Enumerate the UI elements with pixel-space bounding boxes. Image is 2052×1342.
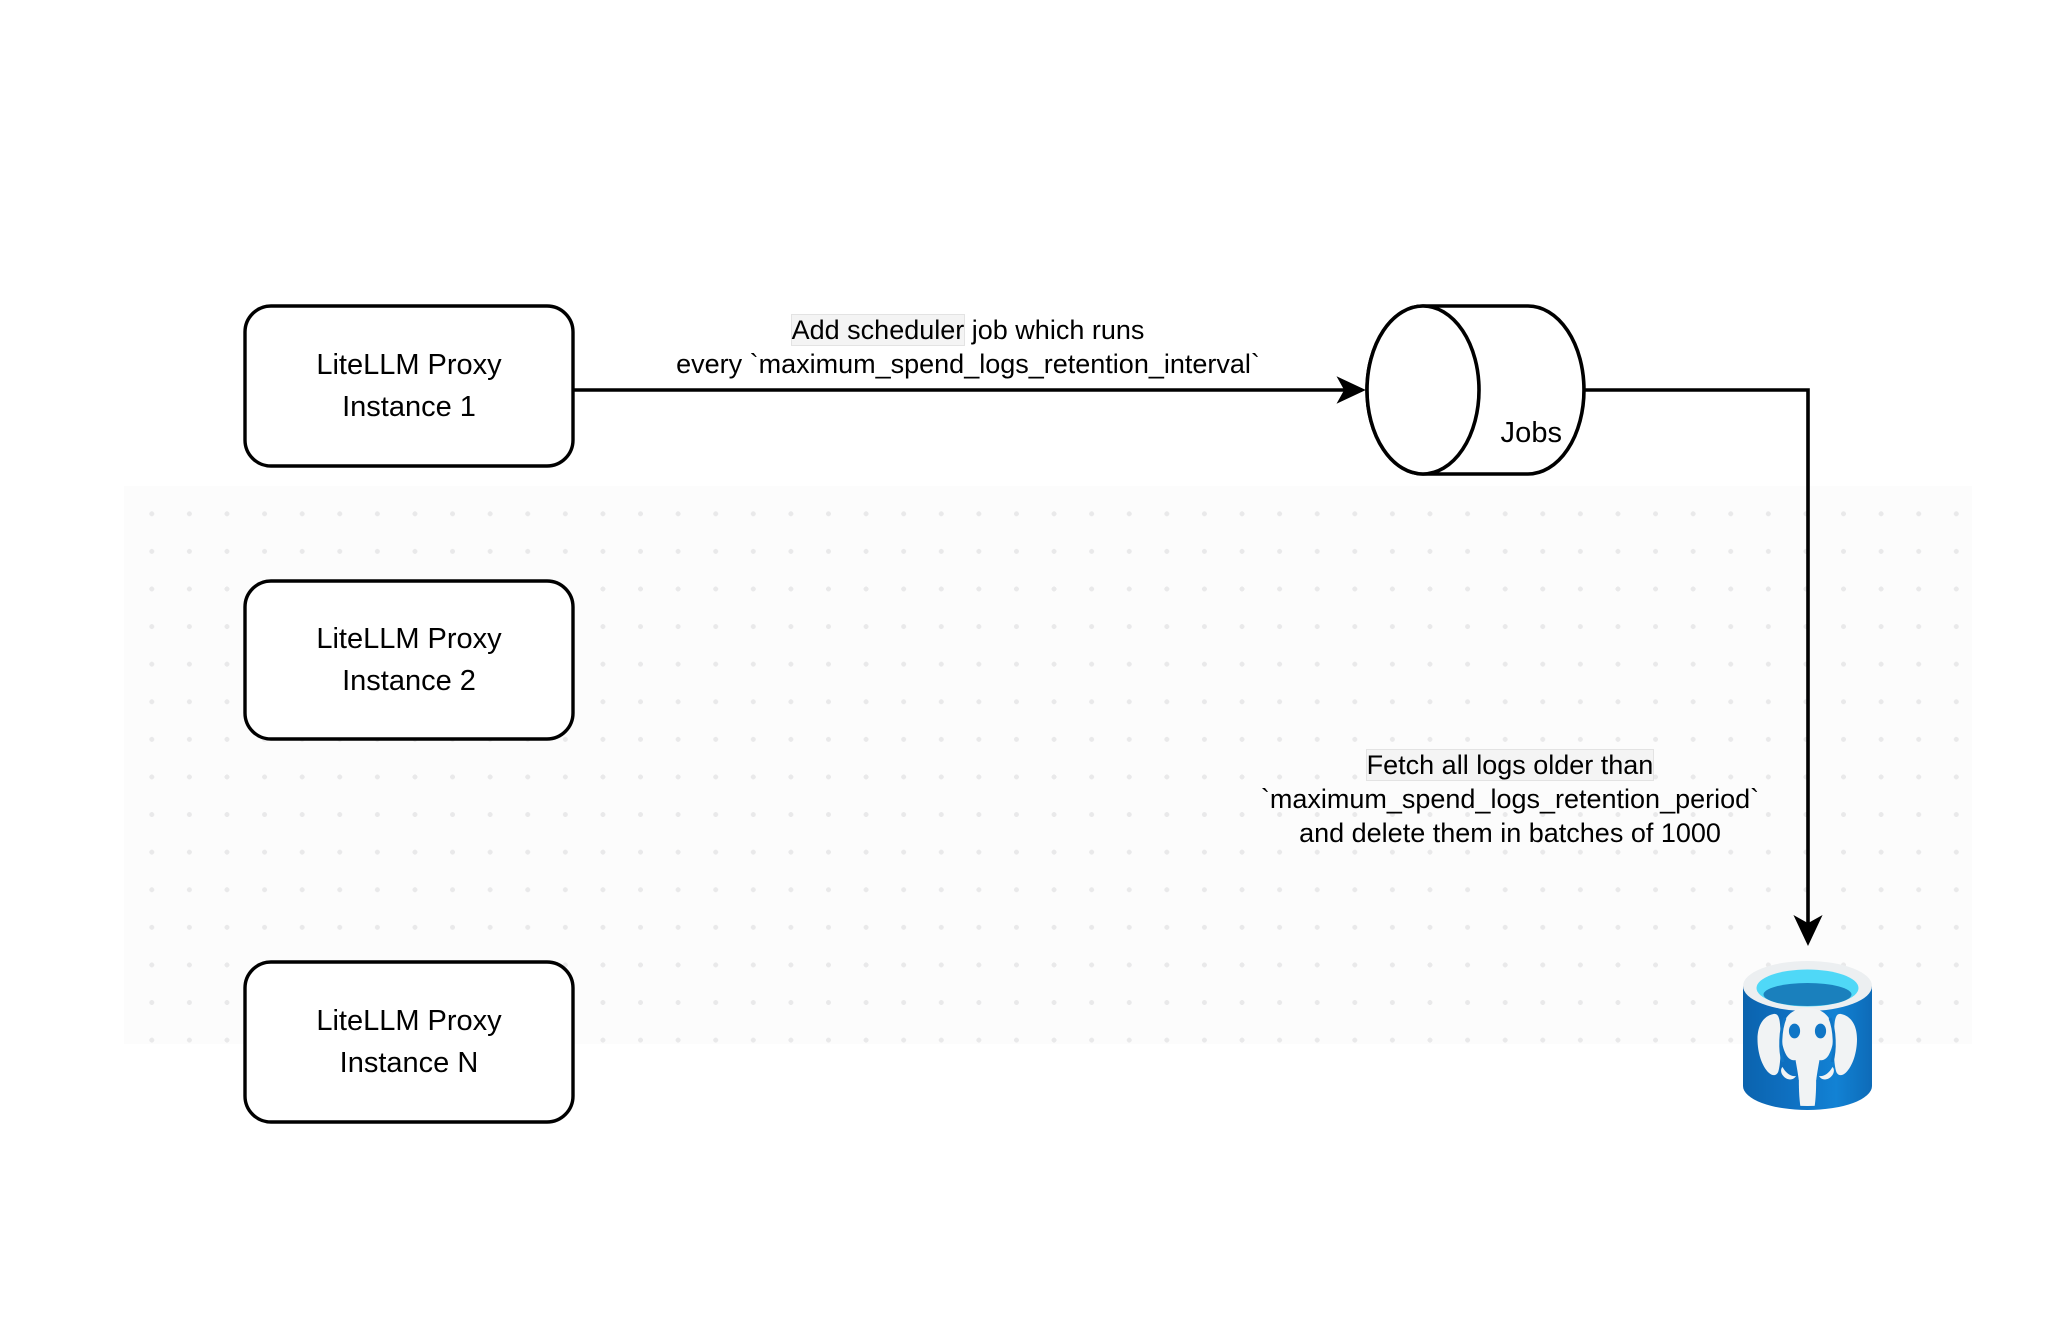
node-proxy-instance-n[interactable] [243,960,575,1124]
proxy-1-line-2: Instance 1 [342,391,476,423]
edge-scheduler-label-line-1: Add scheduler job which runs [558,313,1378,347]
edge-scheduler-rest: job which runs [964,315,1145,345]
postgres-elephant-outline [1779,1017,1836,1063]
postgres-elephant-eyes [1788,1023,1827,1039]
edge-jobs-to-postgres [1585,388,1823,947]
proxy-n-line-2: Instance N [339,1047,479,1079]
node-proxy-instance-2[interactable] [243,579,575,741]
edge-scheduler-label-line-2: every `maximum_spend_logs_retention_inte… [676,349,1260,379]
edge-scheduler-label: Add scheduler job which runs every `maxi… [558,313,1378,381]
edge-delete-highlight: Fetch all logs older than [1366,750,1654,780]
proxy-1-line-1: LiteLLM Proxy [316,349,502,381]
edge-scheduler-highlight: Add scheduler [791,315,965,345]
node-proxy-instance-n-label: LiteLLM Proxy Instance N [245,962,573,1122]
node-jobs-cylinder[interactable] [1365,304,1586,476]
node-proxy-instance-2-label: LiteLLM Proxy Instance 2 [245,581,573,739]
edge-delete-label-line-1: Fetch all logs older than [1230,748,1790,782]
edge-delete-label: Fetch all logs older than `maximum_spend… [1230,748,1790,850]
edge-delete-label-line-2: `maximum_spend_logs_retention_period` [1260,784,1760,814]
edge-delete-label-line-3: and delete them in batches of 1000 [1299,818,1721,848]
node-postgres-database[interactable] [1743,961,1872,1115]
node-proxy-instance-1-label: LiteLLM Proxy Instance 1 [245,306,573,466]
proxy-2-line-1: LiteLLM Proxy [316,623,502,655]
dot-grid-background [124,486,1972,1044]
node-proxy-instance-1[interactable] [243,304,575,468]
proxy-2-line-2: Instance 2 [342,665,476,697]
proxy-n-line-1: LiteLLM Proxy [316,1005,502,1037]
